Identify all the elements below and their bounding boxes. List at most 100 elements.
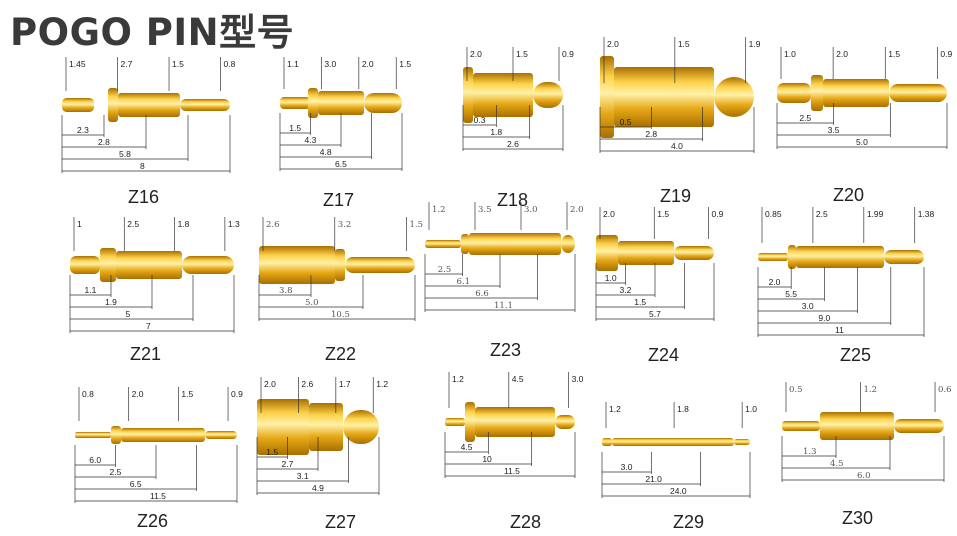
pin-body [618,241,674,265]
model-label: Z18 [497,190,529,210]
bottom-dim-label: 3.2 [620,285,632,295]
bottom-dim-label: 6.6 [475,289,489,299]
model-label: Z27 [325,512,357,532]
pin-tip [364,93,402,113]
bottom-dim-label: 9.0 [818,313,830,323]
bottom-dim-label: 2.8 [645,129,657,139]
top-dim-label: 2.6 [266,220,280,230]
pin-tail [280,97,310,109]
top-dim-label: 2.0 [570,205,584,215]
pin-tail [445,418,465,426]
bottom-dim-label: 1.8 [490,127,502,137]
top-dim-label: 2.0 [836,49,848,59]
bottom-dim-label: 6.5 [130,479,142,489]
top-dim-label: 1.5 [657,209,669,219]
bottom-dim-label: 6.0 [857,471,871,481]
top-dim-label: 3.2 [338,220,352,230]
bottom-dim-label: 8 [140,161,145,171]
top-dim-label: 0.9 [231,389,243,399]
bottom-dim-label: 4.5 [461,442,473,452]
pin-tail [782,421,820,431]
top-dim-label: 1.5 [516,49,528,59]
pin-tip [734,439,750,445]
bottom-dim-label: 4.3 [305,135,317,145]
pin-flange [788,245,796,269]
pin-tail [602,438,612,446]
top-dim-label: 1.2 [864,385,878,395]
top-dim-label: 1.2 [376,379,388,389]
top-dim-label: 0.9 [712,209,724,219]
pin-tip [889,84,947,102]
top-dim-label: 1 [77,219,82,229]
bottom-dim-label: 1.3 [803,447,817,457]
pin-body [116,251,182,279]
bottom-dim-label: 3.8 [279,286,293,296]
top-dim-label: 1.5 [888,49,900,59]
model-label: Z21 [130,344,162,364]
bottom-dim-label: 6.1 [457,277,471,287]
model-label: Z28 [510,512,542,532]
bottom-dim-label: 1.5 [634,297,646,307]
bottom-dim-label: 7 [146,321,151,331]
pin-body [259,246,335,284]
pin-body [318,91,364,115]
pin-flange [461,234,469,254]
pin-body [475,407,555,437]
top-dim-label: 2.5 [127,219,139,229]
pin-flange [108,88,118,122]
pin-tail [70,256,100,274]
model-label: Z24 [648,345,680,365]
top-dim-label: 2.0 [470,49,482,59]
model-label: Z30 [842,508,874,528]
pin-tip [533,82,563,108]
top-dim-label: 3.5 [478,205,492,215]
bottom-dim-label: 11 [835,325,844,335]
model-label: Z22 [325,344,357,364]
pin-tip [345,257,415,273]
top-dim-label: 2.0 [362,59,374,69]
bottom-dim-label: 2.6 [507,139,519,149]
pin-body [118,93,180,117]
model-label: Z23 [490,340,522,360]
pin-flange [100,248,116,282]
pin-flange [600,56,614,138]
bottom-dim-label: 4.9 [312,483,324,493]
model-label: Z17 [323,190,355,210]
top-dim-label: 1.2 [432,205,446,215]
pin-body [612,438,734,446]
top-dim-label: 1.0 [745,404,757,414]
pin-tip [884,250,924,264]
bottom-dim-label: 11.5 [504,466,520,476]
pin-tail [758,253,788,261]
bottom-dim-label: 2.8 [98,137,110,147]
top-dim-label: 1.38 [918,209,935,219]
top-dim-label: 1.9 [749,39,761,49]
bottom-dim-label: 3.5 [828,125,840,135]
pin-body [473,73,533,117]
top-dim-label: 1.8 [677,404,689,414]
top-dim-label: 2.0 [264,379,276,389]
pin-body [796,246,884,268]
top-dim-label: 2.0 [607,39,619,49]
bottom-dim-label: 2.3 [77,125,89,135]
bottom-dim-label: 10 [482,454,492,464]
bottom-dim-label: 11.5 [150,491,166,501]
